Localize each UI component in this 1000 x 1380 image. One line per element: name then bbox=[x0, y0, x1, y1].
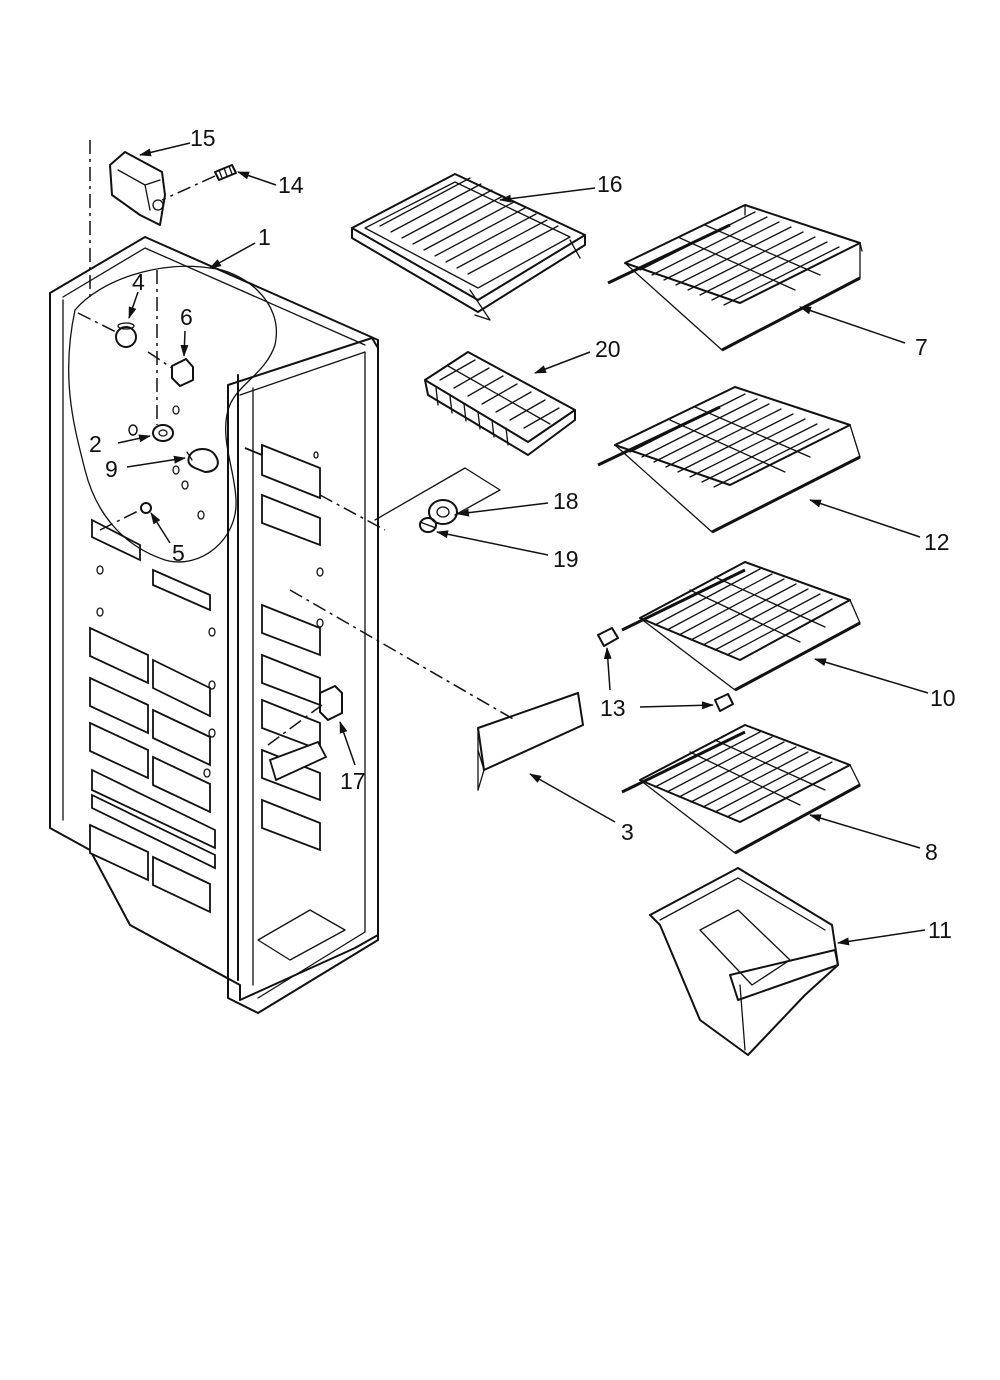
switch-part bbox=[147, 351, 194, 387]
callout-6: 6 bbox=[180, 304, 193, 330]
callout-8: 8 bbox=[925, 839, 938, 865]
leader-lines bbox=[117, 142, 929, 946]
callout-20: 20 bbox=[595, 336, 621, 362]
freezer-liner-part bbox=[49, 236, 379, 1014]
light-bracket-part bbox=[109, 151, 166, 226]
callout-9: 9 bbox=[105, 456, 118, 482]
callout-11: 11 bbox=[928, 917, 952, 943]
callout-17: 17 bbox=[340, 768, 366, 794]
side-wall-slots bbox=[244, 443, 328, 852]
callout-4: 4 bbox=[132, 269, 145, 295]
callout-14: 14 bbox=[278, 172, 304, 198]
shelf-support-part bbox=[597, 627, 734, 712]
callout-12: 12 bbox=[924, 529, 950, 555]
wire-shelf-part-12 bbox=[597, 386, 861, 534]
callout-2: 2 bbox=[89, 431, 102, 457]
ice-bin-tray-part bbox=[351, 173, 586, 321]
wire-shelf-part-8 bbox=[621, 724, 861, 855]
callout-labels: 15 14 1 4 6 2 9 5 16 20 18 19 7 12 10 13… bbox=[89, 125, 956, 943]
callout-1: 1 bbox=[258, 224, 271, 250]
storage-bin-part bbox=[649, 867, 839, 1056]
light-bulb-part bbox=[186, 448, 219, 473]
callout-7: 7 bbox=[915, 334, 928, 360]
wire-shelf-part-7 bbox=[607, 204, 863, 352]
fastener-part bbox=[419, 517, 437, 533]
plug-part bbox=[99, 502, 152, 531]
door-switch-part bbox=[267, 685, 343, 746]
callout-15: 15 bbox=[190, 125, 216, 151]
wire-shelf-part-10 bbox=[621, 561, 861, 692]
callout-10: 10 bbox=[930, 685, 956, 711]
trim-part bbox=[289, 589, 584, 791]
callout-5: 5 bbox=[172, 540, 185, 566]
callout-19: 19 bbox=[553, 546, 579, 572]
ice-cube-tray-part bbox=[424, 351, 576, 456]
screw-part bbox=[161, 164, 237, 201]
lamp-socket-part bbox=[152, 270, 174, 442]
cam-part bbox=[319, 467, 501, 531]
wiring-harness bbox=[68, 265, 278, 563]
callout-16: 16 bbox=[597, 171, 623, 197]
back-wall-vents bbox=[89, 518, 216, 914]
light-socket-part bbox=[77, 312, 137, 348]
callout-3: 3 bbox=[621, 819, 634, 845]
callout-18: 18 bbox=[553, 488, 579, 514]
callout-13: 13 bbox=[600, 695, 626, 721]
